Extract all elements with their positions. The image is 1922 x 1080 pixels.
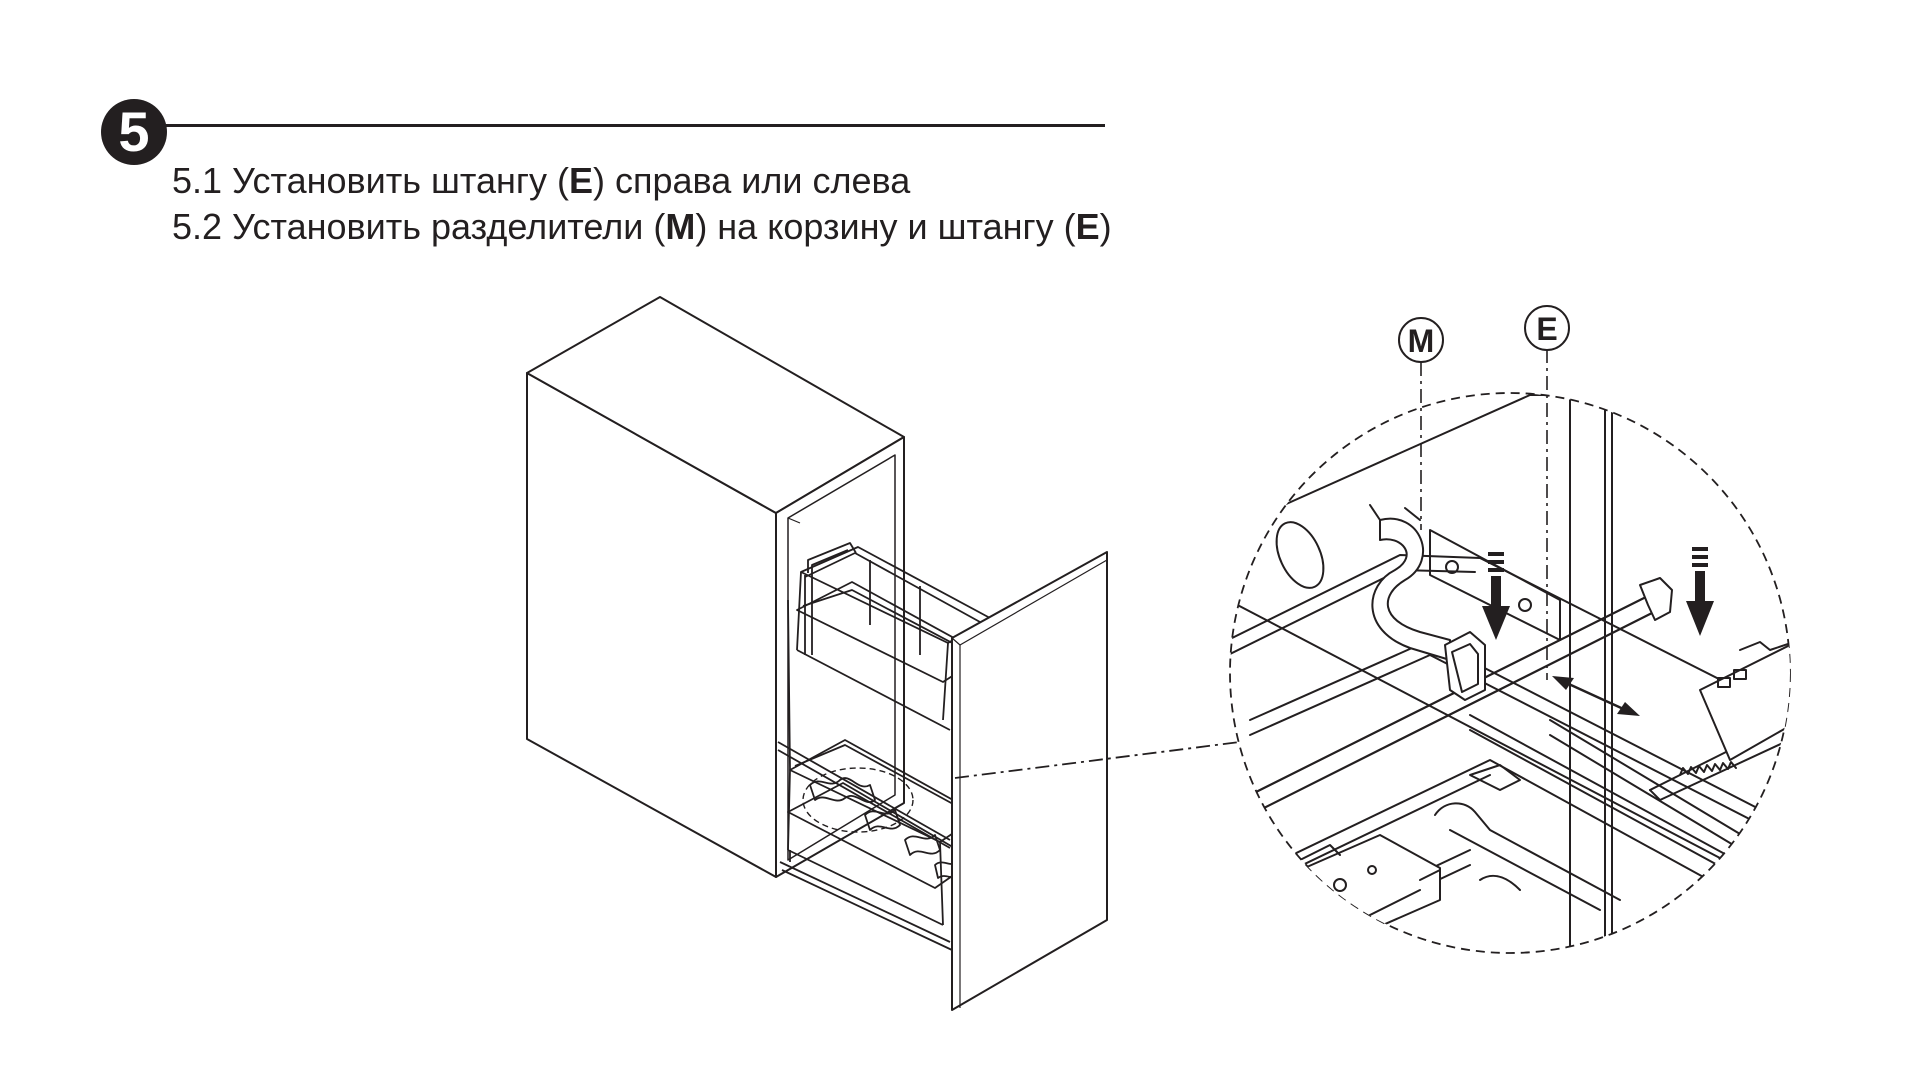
step-number-badge: 5 (101, 99, 167, 165)
instruction-5-2-part2: E (1075, 206, 1100, 247)
instruction-5-2-prefix: 5.2 Установить разделители ( (172, 206, 666, 247)
callout-m-label: M (1408, 323, 1435, 359)
instruction-5-1-suffix: ) справа или слева (593, 160, 911, 201)
detail-marker (802, 767, 914, 833)
step-divider-line (160, 124, 1105, 127)
instruction-5-1-part: E (568, 160, 593, 201)
callout-e: E (1524, 305, 1570, 351)
double-arrow-icon (1552, 676, 1640, 716)
instruction-5-2-part1: M (665, 206, 696, 247)
drawer-slide (777, 741, 953, 951)
callout-e-label: E (1536, 311, 1557, 347)
down-arrow-icon (1482, 552, 1510, 640)
instruction-5-2: 5.2 Установить разделители (M) на корзин… (172, 204, 1112, 250)
upper-basket-handle (807, 542, 857, 573)
instruction-5-1: 5.1 Установить штангу (E) справа или сле… (172, 158, 1112, 204)
callout-m: M (1398, 317, 1444, 363)
instruction-5-1-prefix: 5.1 Установить штангу ( (172, 160, 569, 201)
drawer-front-panel (951, 551, 1108, 1011)
instruction-5-2-suffix: ) (1099, 206, 1112, 247)
down-arrow-icon (1686, 547, 1714, 636)
detail-view (1229, 392, 1791, 954)
pull-out-baskets (777, 542, 991, 951)
detail-leader-line (954, 741, 1241, 779)
callout-leaders (1420, 349, 1548, 680)
cabinet-opening (787, 454, 896, 861)
rail-e (1238, 588, 1670, 817)
instruction-5-2-middle: ) на корзину и штангу ( (695, 206, 1076, 247)
instruction-list: 5.1 Установить штангу (E) справа или сле… (172, 158, 1112, 250)
